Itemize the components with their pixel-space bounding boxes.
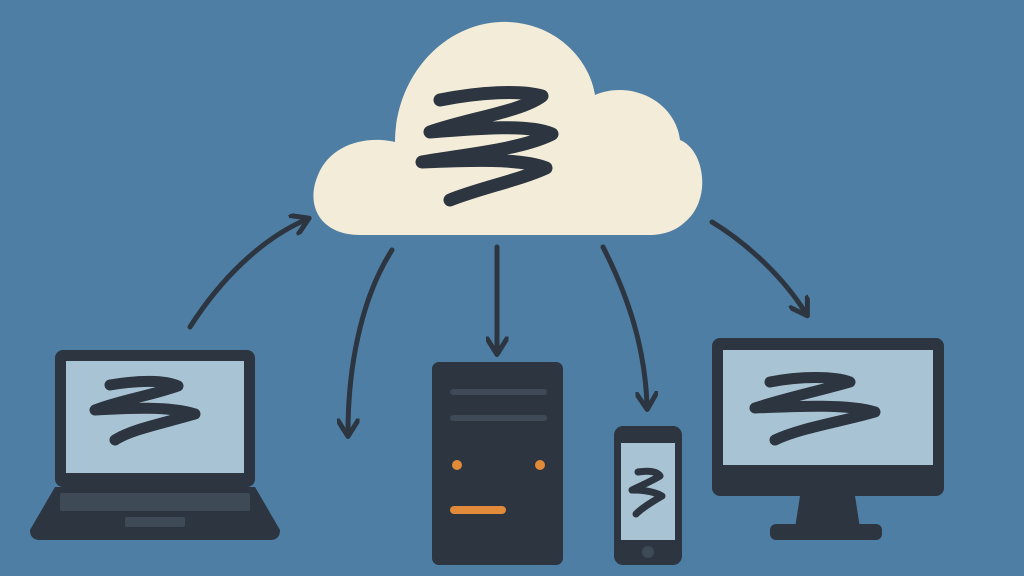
- arrow-cloud-to-monitor: [709, 219, 805, 312]
- server-tower-icon: [432, 362, 563, 565]
- arrow-cloud-to-left: [348, 247, 395, 432]
- smartphone-icon: [614, 426, 682, 565]
- laptop-icon: [30, 350, 280, 540]
- desktop-monitor-icon: [712, 338, 944, 540]
- arrow-laptop-to-cloud: [187, 220, 305, 330]
- cloud-scribble: [415, 86, 559, 207]
- cloud-icon: [313, 21, 703, 236]
- arrow-cloud-to-phone: [600, 244, 647, 405]
